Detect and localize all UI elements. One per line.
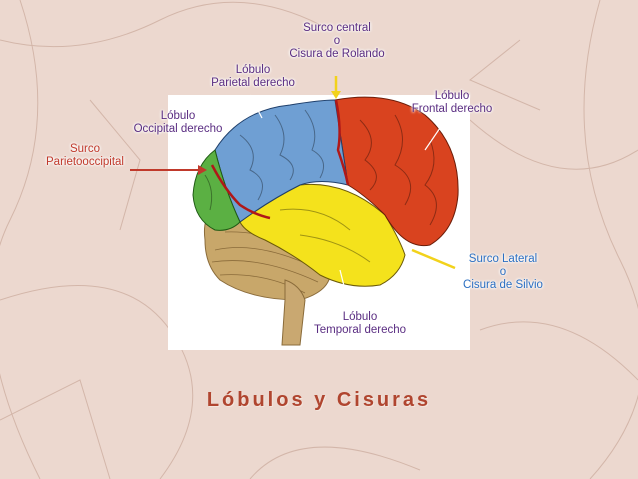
label-line: Surco Lateral	[468, 253, 538, 265]
label-surco-lateral: Surco Lateral o Cisura de Silvio	[456, 253, 550, 292]
label-surco-central: Surco central o Cisura de Rolando	[283, 22, 391, 61]
temporal-lobe	[239, 183, 406, 287]
page-title: Lóbulos y Cisuras	[206, 389, 432, 411]
label-line: Cisura de Rolando	[289, 48, 385, 60]
label-line: Occipital derecho	[133, 123, 223, 135]
parietooccipital-sulcus-line	[210, 164, 271, 220]
label-line: o	[499, 266, 507, 278]
label-line: Cisura de Silvio	[463, 279, 543, 291]
label-lobulo-temporal: Lóbulo Temporal derecho	[305, 311, 415, 337]
label-line: Lóbulo	[434, 90, 470, 102]
label-surco-parietooccipital: Surco Parietooccipital	[42, 143, 128, 169]
central-sulcus-line	[334, 99, 350, 186]
label-lobulo-frontal: Lóbulo Frontal derecho	[402, 90, 502, 116]
label-lobulo-parietal: Lóbulo Parietal derecho	[200, 64, 306, 90]
label-line: Temporal derecho	[313, 324, 407, 336]
label-line: Parietal derecho	[211, 77, 295, 89]
label-line: Parietooccipital	[46, 156, 124, 168]
label-line: Surco	[69, 143, 101, 155]
label-line: Lóbulo	[235, 64, 271, 76]
label-line: Surco central	[303, 22, 371, 34]
label-line: Lóbulo	[342, 311, 378, 323]
label-line: Lóbulo	[160, 110, 196, 122]
label-lobulo-occipital: Lóbulo Occipital derecho	[123, 110, 233, 136]
label-line: Frontal derecho	[411, 103, 493, 115]
brain-stem	[281, 279, 306, 346]
arrow-lateral	[411, 248, 456, 270]
label-line: o	[333, 35, 341, 47]
frontal-lobe	[334, 96, 459, 247]
